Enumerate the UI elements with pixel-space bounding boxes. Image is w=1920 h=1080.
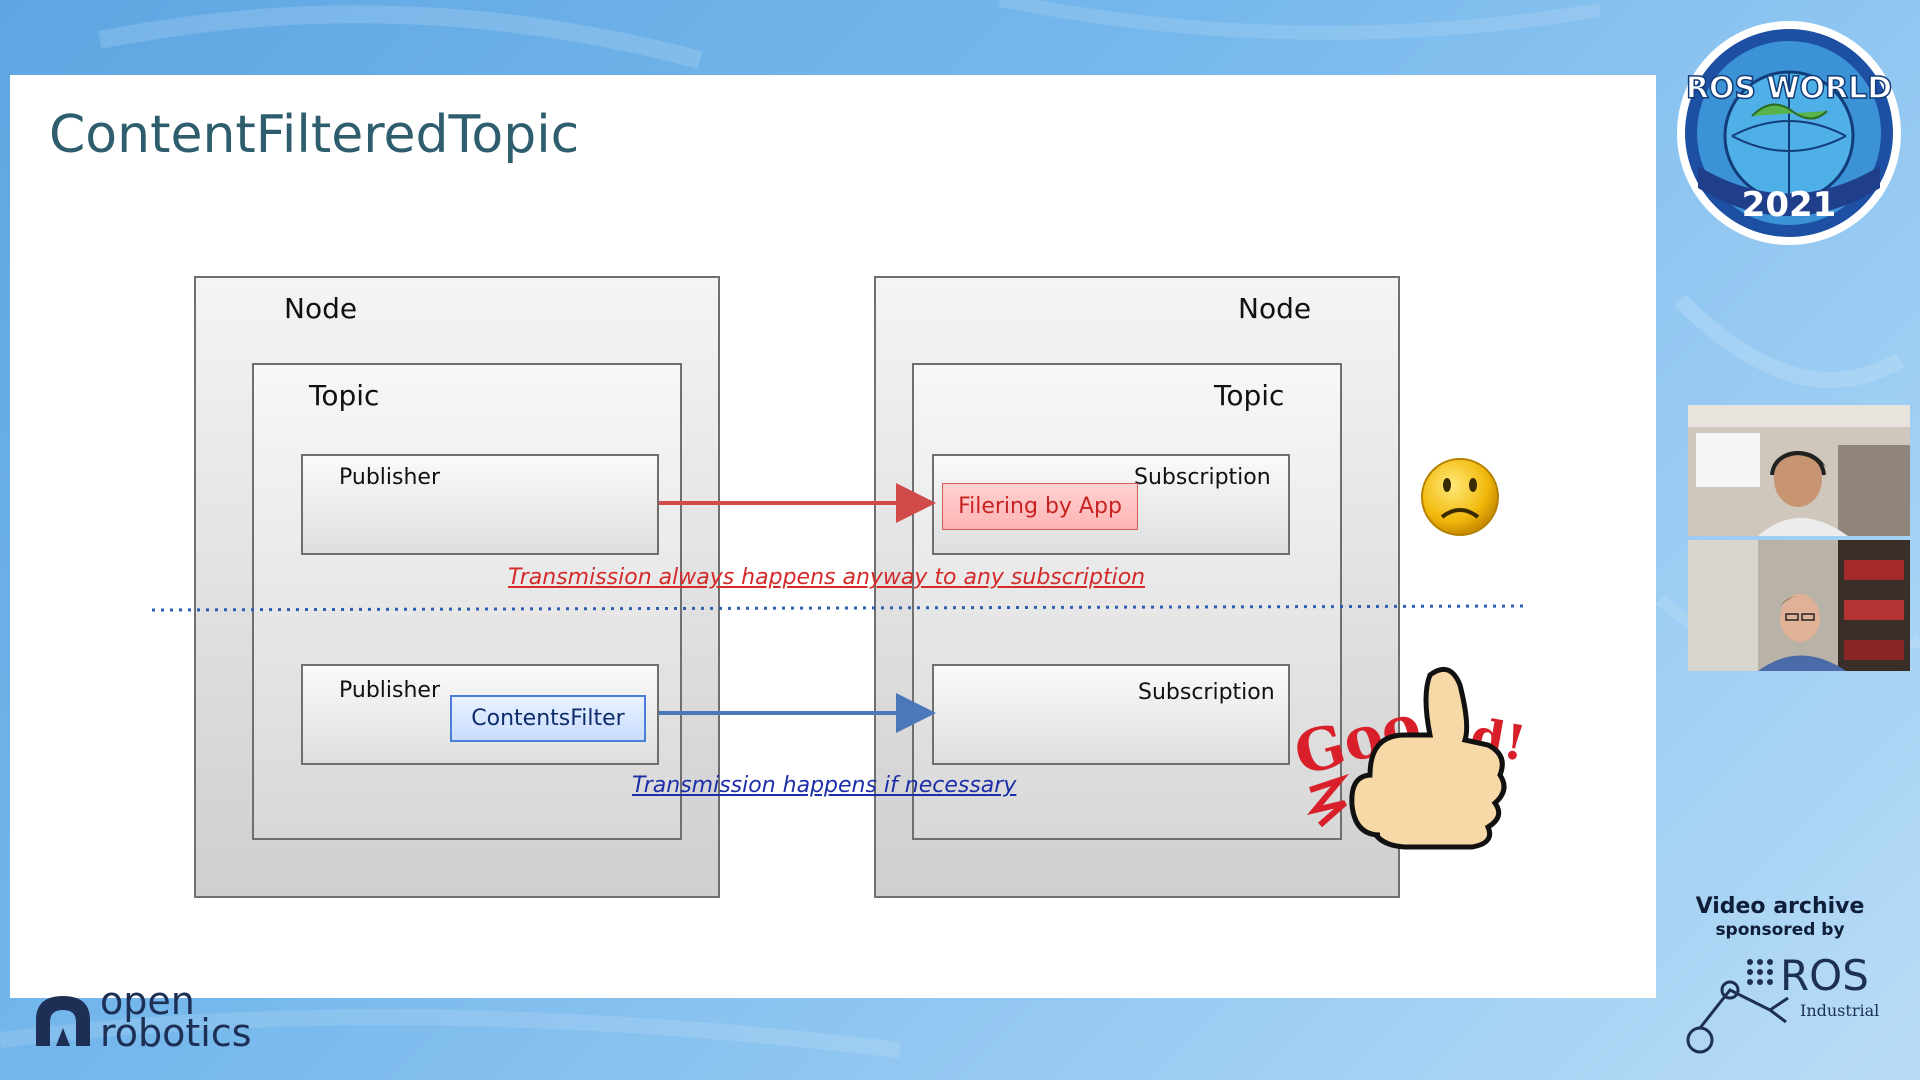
subscription-bottom-box: Subscription xyxy=(932,664,1290,765)
participant-video-2-icon xyxy=(1688,540,1910,671)
publisher-top-box: Publisher xyxy=(301,454,659,555)
note-transmission-if-necessary: Transmission happens if necessary xyxy=(632,773,1017,798)
open-robotics-line1: open xyxy=(100,979,195,1023)
participant-video-2[interactable] xyxy=(1688,540,1910,671)
ros-industrial-logo: ROS Industrial xyxy=(1686,951,1879,1054)
sponsor-title: Video archive xyxy=(1695,894,1865,919)
open-robotics-logo-icon xyxy=(36,996,90,1046)
filtering-by-app-tag: Filering by App xyxy=(942,483,1138,530)
publisher-bottom-label: Publisher xyxy=(339,678,440,703)
left-node-label: Node xyxy=(284,292,358,325)
svg-text:ROS WORLD: ROS WORLD xyxy=(1686,71,1892,106)
note-transmission-always: Transmission always happens anyway to an… xyxy=(508,565,1146,590)
subscription-bottom-label: Subscription xyxy=(1138,680,1275,705)
svg-text:ROS: ROS xyxy=(1780,951,1869,1000)
thumbs-up-good-icon: Goo d! xyxy=(1287,666,1530,850)
svg-text:2021: 2021 xyxy=(1742,185,1837,225)
subscription-top-label: Subscription xyxy=(1134,465,1271,490)
contents-filter-tag: ContentsFilter xyxy=(450,695,646,742)
left-topic-label: Topic xyxy=(309,379,380,412)
participant-video-1-icon xyxy=(1688,405,1910,536)
right-node-label: Node xyxy=(1238,292,1312,325)
right-topic-label: Topic xyxy=(1214,379,1285,412)
robot-arm-icon xyxy=(1686,980,1789,1054)
slide-title: ContentFilteredTopic xyxy=(49,105,580,165)
open-robotics-line2: robotics xyxy=(100,1011,252,1055)
diagram-overlay: Goo d! xyxy=(151,458,1530,850)
ros-world-2021-badge: ROS WORLD 2021 xyxy=(1677,21,1901,245)
participant-video-1[interactable] xyxy=(1688,405,1910,536)
sad-face-icon xyxy=(1421,458,1499,536)
dotted-divider xyxy=(151,604,1529,612)
open-robotics-logo: open robotics xyxy=(100,979,252,1055)
sponsor-subtitle: sponsored by xyxy=(1715,920,1845,940)
publisher-top-label: Publisher xyxy=(339,465,440,490)
svg-text:Industrial: Industrial xyxy=(1800,1001,1879,1020)
presentation-slide: ContentFilteredTopic Node Topic Publishe… xyxy=(10,75,1656,998)
